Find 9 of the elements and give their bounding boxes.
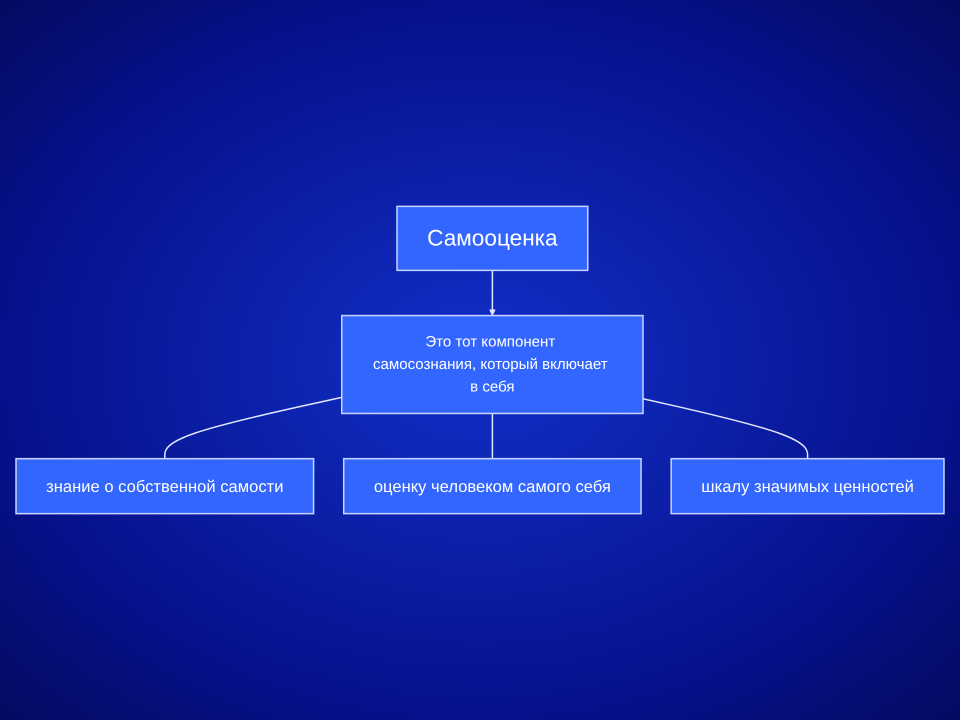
arrow [489,270,496,316]
connector [642,398,808,459]
node-box: знание о собственной самости [15,458,314,514]
connector [164,396,342,459]
node-box: Самооценка [396,206,588,272]
node-box: Это тот компонент самосознания, который включает в себя [341,314,644,414]
node-box: шкалу значимых ценностей [670,458,945,514]
node-box: оценку человеком самого себя [342,458,642,514]
connector [492,413,494,459]
